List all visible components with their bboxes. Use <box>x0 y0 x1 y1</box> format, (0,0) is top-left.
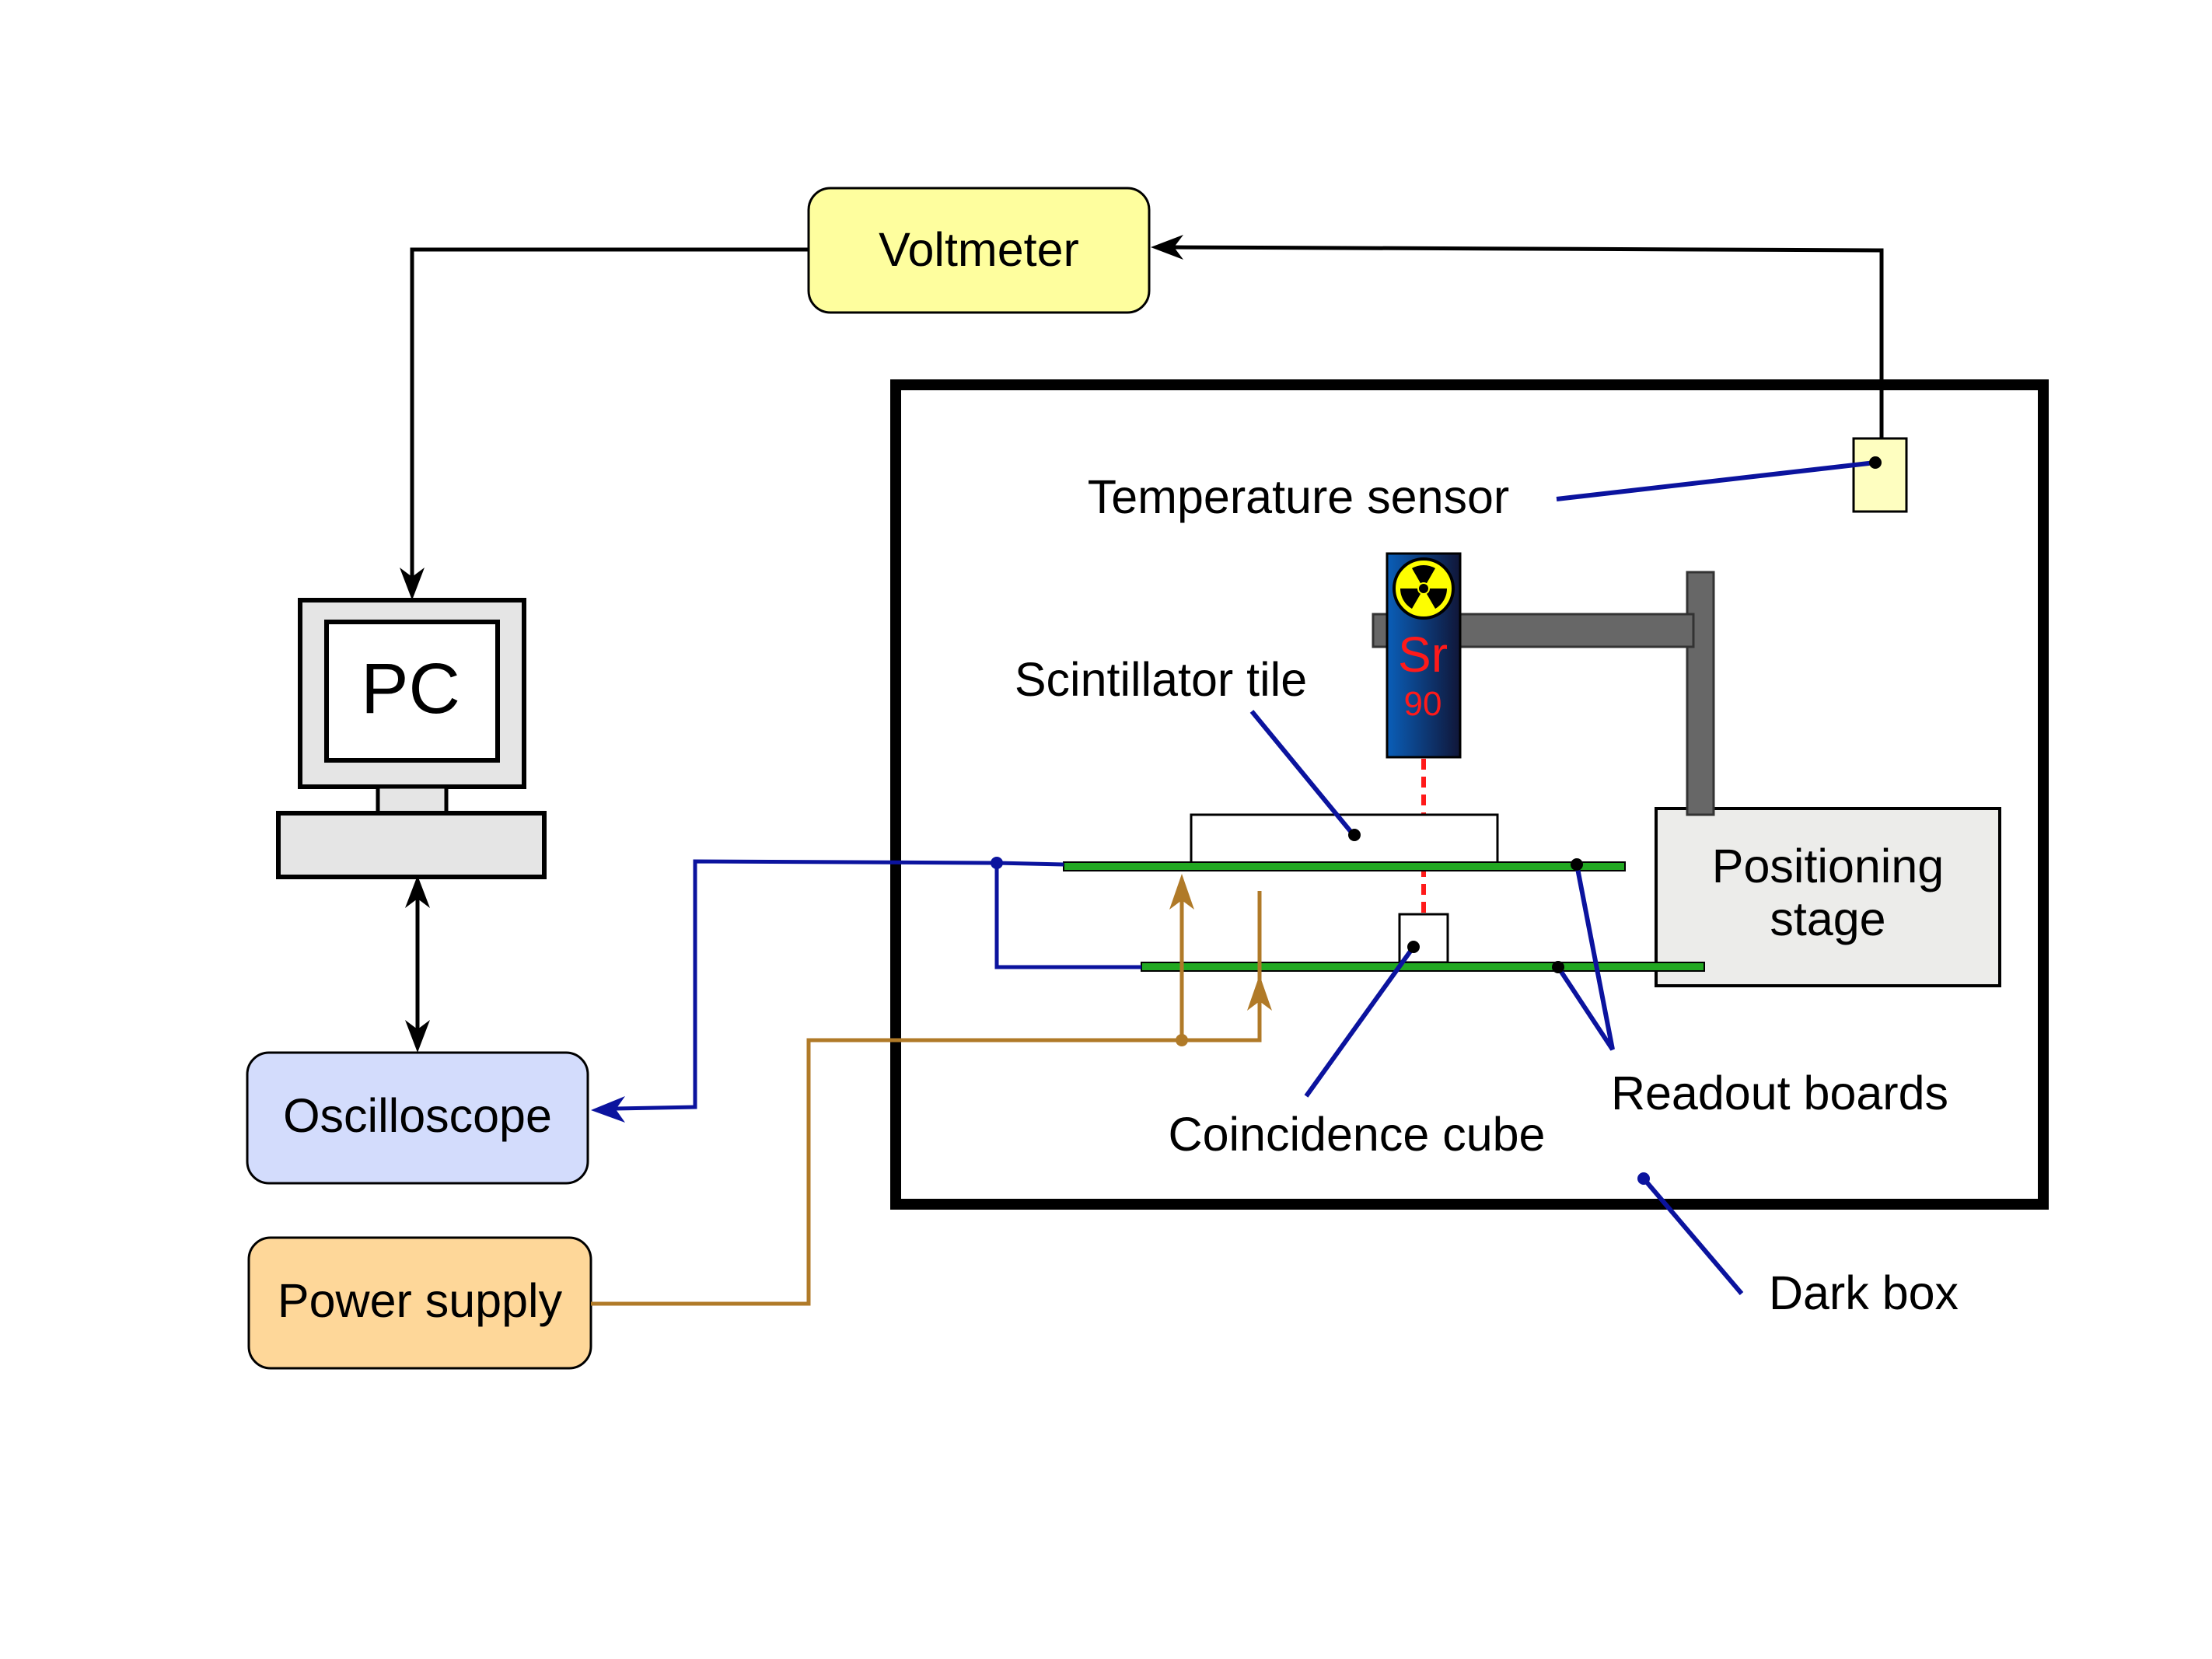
arrow-into-oscilloscope-signal <box>591 1096 625 1123</box>
scintillator-tile <box>1190 813 1499 864</box>
callout-dot-coincidence-cube <box>1407 941 1420 953</box>
sensor-to-voltmeter-wire <box>1172 245 1884 438</box>
power-junction-dot <box>1176 1034 1188 1046</box>
arrow-into-voltmeter <box>1151 235 1183 260</box>
readout-board-top <box>1063 861 1626 871</box>
oscilloscope-label: Oscilloscope <box>283 1089 552 1142</box>
arrow-into-top-board <box>1169 874 1194 910</box>
arrow-into-pc-base <box>405 875 430 908</box>
radiation-icon <box>1393 557 1455 620</box>
power-wire <box>591 891 1262 1306</box>
signal-wire-bottom-board <box>994 863 1141 969</box>
label-readout-boards: Readout boards <box>1611 1067 1948 1119</box>
callout-readout-boards <box>1556 864 1615 1051</box>
pc-screen <box>324 620 500 763</box>
pc-label: PC <box>361 649 460 728</box>
label-dark-box: Dark box <box>1769 1266 1959 1319</box>
callout-dot-readout-top <box>1571 858 1583 871</box>
voltmeter-to-pc-wire <box>410 247 809 578</box>
source-mass-number: 90 <box>1404 685 1442 723</box>
positioning-stage <box>1655 807 2001 987</box>
callout-dark-box <box>1641 1177 1744 1295</box>
temperature-sensor <box>1852 437 1908 513</box>
power-supply-label: Power supply <box>278 1274 563 1327</box>
label-temperature-sensor: Temperature sensor <box>1088 470 1509 523</box>
source-element: Sr <box>1398 627 1448 683</box>
callout-dot-readout-bottom <box>1552 961 1564 973</box>
label-scintillator-tile: Scintillator tile <box>1015 653 1307 706</box>
pc-computer: PC <box>276 598 547 879</box>
positioning-stage-label-line2: stage <box>1770 892 1885 945</box>
readout-board-bottom <box>1141 962 1705 972</box>
label-coincidence-cube: Coincidence cube <box>1169 1108 1546 1161</box>
positioning-stage-label-line1: Positioning <box>1712 840 1944 892</box>
callout-scintillator-tile <box>1249 710 1355 836</box>
signal-junction-dot <box>991 857 1003 869</box>
arrow-into-pc <box>400 568 425 600</box>
callout-dot-temperature-sensor <box>1869 456 1882 469</box>
dark-box <box>890 379 2049 1210</box>
stage-post <box>1686 571 1715 816</box>
voltmeter-label: Voltmeter <box>879 223 1079 276</box>
callout-dot-dark-box <box>1637 1172 1650 1185</box>
callout-coincidence-cube <box>1304 945 1416 1098</box>
arrow-into-oscilloscope <box>405 1020 430 1053</box>
callout-dot-scintillator-tile <box>1348 829 1361 841</box>
callout-temperature-sensor <box>1556 460 1876 501</box>
arrow-into-bottom-board <box>1247 975 1272 1011</box>
pc-neck <box>376 784 449 816</box>
signal-wire-top-board <box>615 859 1064 1111</box>
pc-base <box>276 811 547 879</box>
